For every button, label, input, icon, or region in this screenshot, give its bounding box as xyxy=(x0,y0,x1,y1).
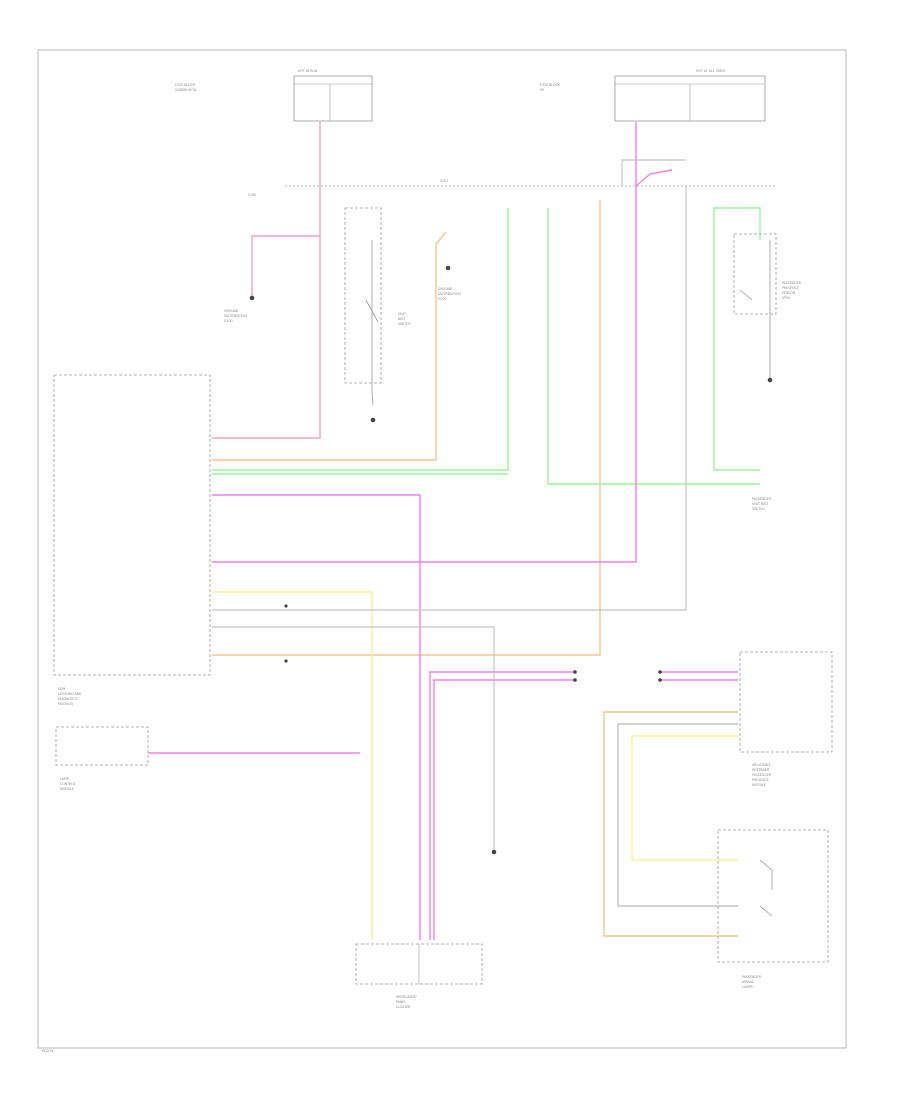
switch-right-label-2: SENSOR xyxy=(782,291,796,295)
instrument-cluster-label-2: CLUSTER xyxy=(396,1005,411,1009)
module-main-label-3: MODULE) xyxy=(58,702,73,706)
passenger-lamp-label-1: AIRBAG xyxy=(742,980,755,984)
connector-dot xyxy=(573,670,577,674)
fuse-block-top-left-label-2: UNDERHOOD xyxy=(175,88,197,92)
connector-dot xyxy=(658,670,662,674)
fuse-block-top-right-label-2: I/P xyxy=(540,88,544,92)
switch-right-label-0: PASSENGER xyxy=(782,281,802,285)
ground-point-left xyxy=(249,295,255,301)
wire-magenta xyxy=(148,122,738,940)
switch-right xyxy=(733,233,777,380)
module-main: SDM (SENSING AND DIAGNOSTIC MODULE) xyxy=(53,374,211,706)
lamp-module-label-0: LAMP xyxy=(60,777,69,781)
connector-dot xyxy=(284,604,288,608)
ground-point-switch-mid xyxy=(370,417,376,423)
fuse-block-top-left-label-1: FUSE BLOCK xyxy=(175,83,196,87)
wire-yellow xyxy=(212,591,373,940)
instrument-cluster-label-1: PANEL xyxy=(396,1000,406,1004)
diagram-frame xyxy=(37,49,847,1049)
switch-right-label-1: PRESENCE xyxy=(782,286,799,290)
switch-mid-label-1: BELT xyxy=(398,317,406,321)
fuse-block-top-left: HOT IN RUN FUSE BLOCK UNDERHOOD xyxy=(175,69,373,122)
instrument-cluster-label-0: INSTRUMENT xyxy=(396,995,417,999)
inflator-module-right-label-0: PASSENGER xyxy=(752,497,772,501)
wire-orange xyxy=(212,200,601,656)
switch-mid-label-0: SEAT xyxy=(398,312,406,316)
passenger-lamp-label-2: LAMPS xyxy=(742,985,753,989)
module-right-bottom: INFLATABLE RESTRAINT PASSENGER PRESENCE … xyxy=(739,651,833,787)
module-right-bottom-label-1: RESTRAINT xyxy=(752,768,770,772)
module-main-label-0: SDM xyxy=(58,687,65,691)
wire-green xyxy=(212,207,761,485)
wire-pink-ignition xyxy=(212,121,321,439)
bus-bar-label: S201 xyxy=(440,179,448,183)
lamp-control-module: LAMP CONTROL MODULE xyxy=(55,726,149,791)
passenger-lamp-label-0: PASSENGER xyxy=(742,975,762,979)
ground-left-label-0: GROUND xyxy=(224,309,239,313)
ground-mid-label-0: GROUND xyxy=(438,287,453,291)
switch-right-label-3: (PPS) xyxy=(782,296,790,300)
connector-dot xyxy=(658,678,662,682)
module-right-bottom-label-2: PASSENGER xyxy=(752,773,772,777)
module-right-bottom-label-3: PRESENCE xyxy=(752,778,769,782)
switch-mid-label-2: SWITCH xyxy=(398,322,411,326)
module-right-bottom-label-4: MODULE xyxy=(752,783,766,787)
module-main-label-2: DIAGNOSTIC xyxy=(58,697,79,701)
fuse-block-top-right: HOT AT ALL TIMES FUSE BLOCK I/P xyxy=(540,69,766,122)
footer-code: W1234 xyxy=(42,1049,53,1053)
connector-dot xyxy=(284,659,288,663)
lamp-module-label-2: MODULE xyxy=(60,787,74,791)
fuse-block-top-right-label-1: FUSE BLOCK xyxy=(540,83,561,87)
passenger-lamp-module: PASSENGER AIRBAG LAMPS xyxy=(717,829,829,989)
module-main-label-1: (SENSING AND xyxy=(58,692,82,696)
wire-tan xyxy=(603,711,738,937)
wire-gray xyxy=(212,159,687,850)
ground-left-label-1: DISTRIBUTION xyxy=(224,314,247,318)
inflator-module-right-label-1: SEAT BELT xyxy=(752,502,768,506)
ground-mid-label-1: DISTRIBUTION xyxy=(438,292,461,296)
inflator-module-right-label-2: SWITCH xyxy=(752,507,765,511)
lamp-module-label-1: CONTROL xyxy=(60,782,76,786)
ground-point-bottom xyxy=(491,849,497,855)
ground-point-mid xyxy=(445,265,451,271)
splice-left-label: S100 xyxy=(248,193,256,197)
ground-mid-label-2: G200 xyxy=(438,297,447,301)
fuse-block-top-right-label-0: HOT AT ALL TIMES xyxy=(696,69,725,73)
switch-mid xyxy=(344,207,382,406)
connector-dot xyxy=(573,678,577,682)
instrument-cluster: INSTRUMENT PANEL CLUSTER xyxy=(355,943,483,1009)
module-right-bottom-label-0: INFLATABLE xyxy=(752,763,771,767)
ground-left-label-2: G100 xyxy=(224,319,233,323)
ground-point-right xyxy=(767,377,773,383)
fuse-block-top-left-label-0: HOT IN RUN xyxy=(298,69,318,73)
